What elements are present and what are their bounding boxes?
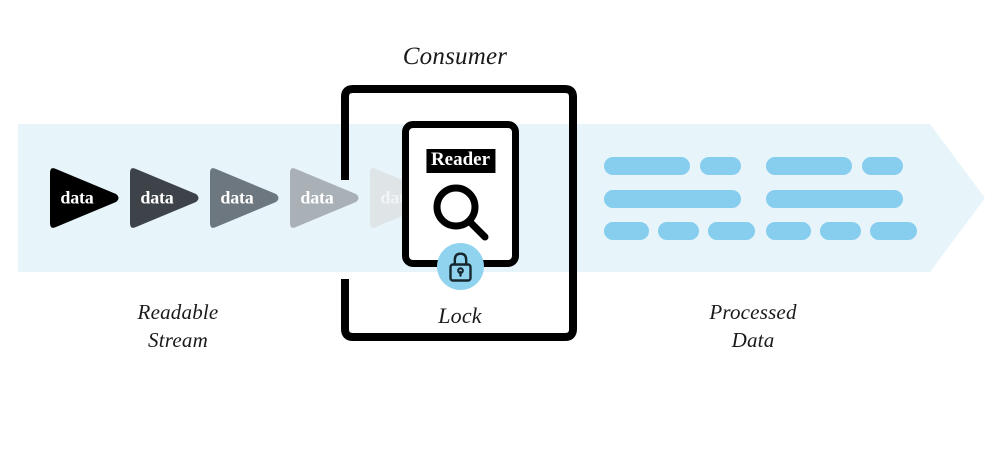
reader-card[interactable]: Reader (402, 121, 519, 267)
reader-tag: Reader (425, 149, 496, 173)
magnifier-icon (429, 182, 493, 249)
data-bar (604, 190, 741, 208)
data-bar (700, 157, 741, 175)
processed-data-group-1 (604, 157, 755, 240)
lock-icon (449, 252, 472, 282)
data-bar (708, 222, 755, 240)
processed-data-label: Processed Data (709, 300, 797, 352)
data-bar (862, 157, 903, 175)
data-bar (870, 222, 917, 240)
data-bar (820, 222, 861, 240)
data-bar (604, 222, 649, 240)
consumer-title: Consumer (402, 43, 508, 70)
data-bar (604, 157, 690, 175)
triangle-shape (290, 168, 359, 228)
data-bar (766, 222, 811, 240)
readable-stream-label: Readable Stream (137, 300, 219, 352)
triangle-shape (50, 168, 119, 228)
triangle-shape (130, 168, 199, 228)
consumer-bracket-outline (341, 85, 577, 341)
lock-badge[interactable] (437, 243, 484, 290)
lock-label: Lock (438, 303, 482, 328)
data-bar (766, 190, 903, 208)
triangle-shape (210, 168, 279, 228)
processed-data-group-2 (766, 157, 917, 240)
data-bar (766, 157, 852, 175)
data-bar (658, 222, 699, 240)
lock-badge-circle (437, 243, 484, 290)
